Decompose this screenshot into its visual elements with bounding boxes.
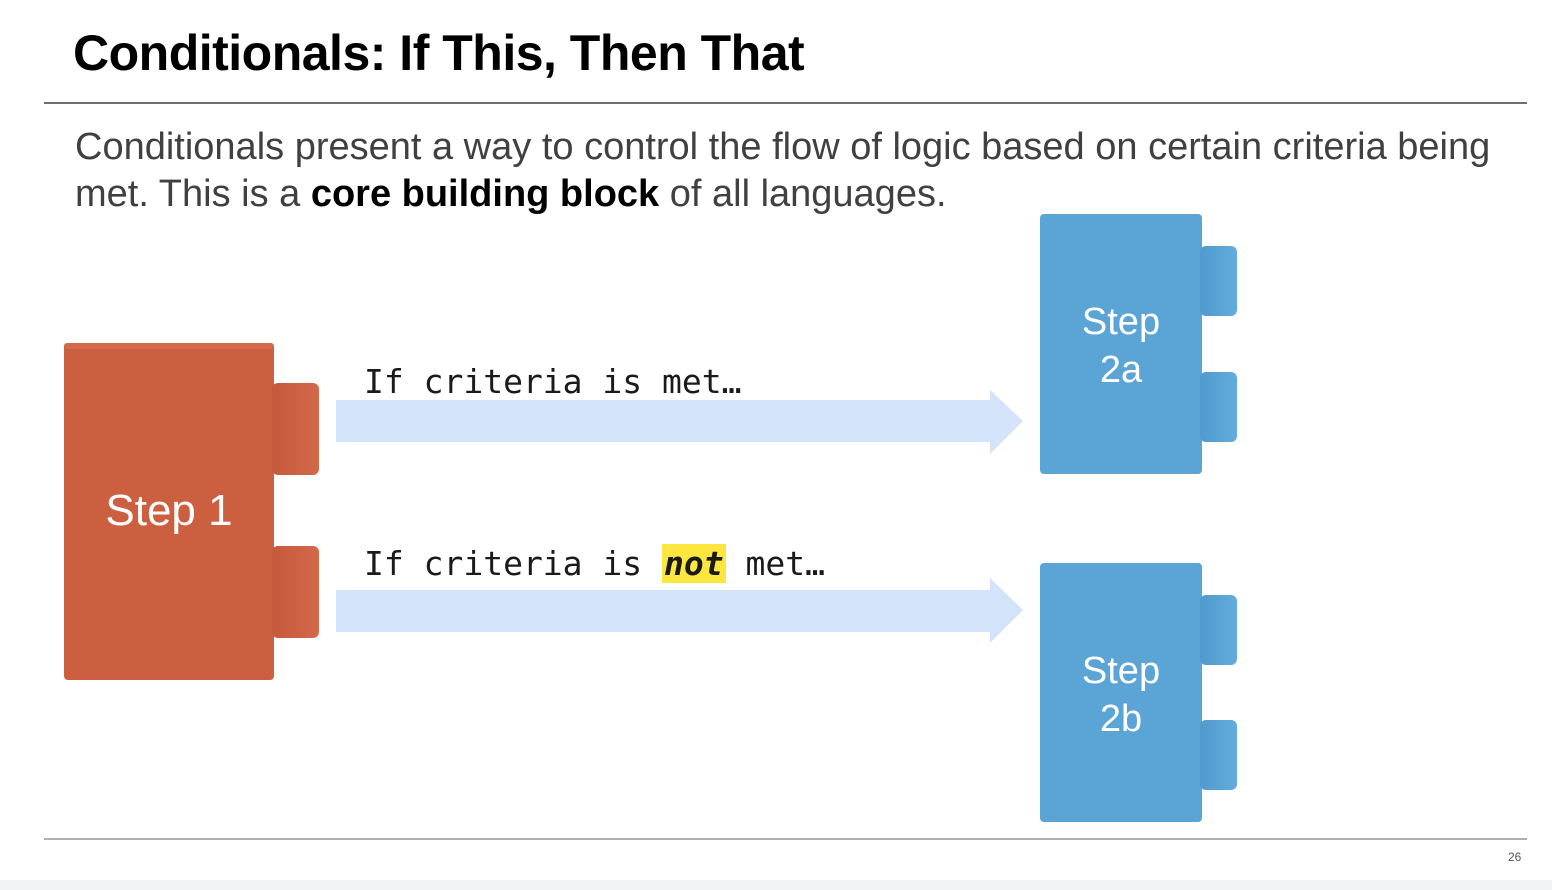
step1-label: Step 1 [105,486,233,535]
condition-met-suffix: met… [662,362,742,401]
bottom-band [0,880,1552,890]
arrow-criteria-not-met [336,578,1023,643]
title-divider [44,102,1527,104]
condition-met-prefix: If criteria is [364,362,663,401]
footer-divider [44,838,1527,840]
step2a-label-line1: Step [1081,301,1161,343]
condition-not-met-suffix: met… [725,544,825,583]
step2b-block [1040,563,1237,822]
intro-text-after: of all languages. [659,173,947,215]
step2b-stud-bottom [1200,720,1237,790]
intro-text-before: Conditionals present a way to control th… [75,126,1491,215]
step2b-label-line1: Step [1081,650,1161,692]
step2b-label: Step 2b [1040,647,1202,743]
condition-met-label: If criteria is met… [364,362,742,401]
condition-not-met-prefix: If criteria is [364,544,663,583]
step1-block [64,343,319,680]
step2b-stud-top [1200,595,1237,665]
intro-emphasis: core building block [310,173,660,215]
step1-stud-bottom [272,546,319,638]
slide-title: Conditionals: If This, Then That [73,25,805,81]
step2a-label-line2: 2a [1099,349,1143,391]
condition-not-highlight: not [662,544,726,583]
intro-paragraph: Conditionals present a way to control th… [75,124,1495,218]
condition-not-met-label: If criteria is not met… [364,544,825,583]
arrow-criteria-met [336,390,1023,454]
step2a-block [1040,214,1237,474]
step1-stud-top [272,383,319,475]
step2a-stud-bottom [1200,372,1237,442]
step2b-label-line2: 2b [1099,698,1143,740]
step2a-stud-top [1200,246,1237,316]
page-number: 26 [1508,850,1522,864]
step2a-label: Step 2a [1040,298,1202,394]
